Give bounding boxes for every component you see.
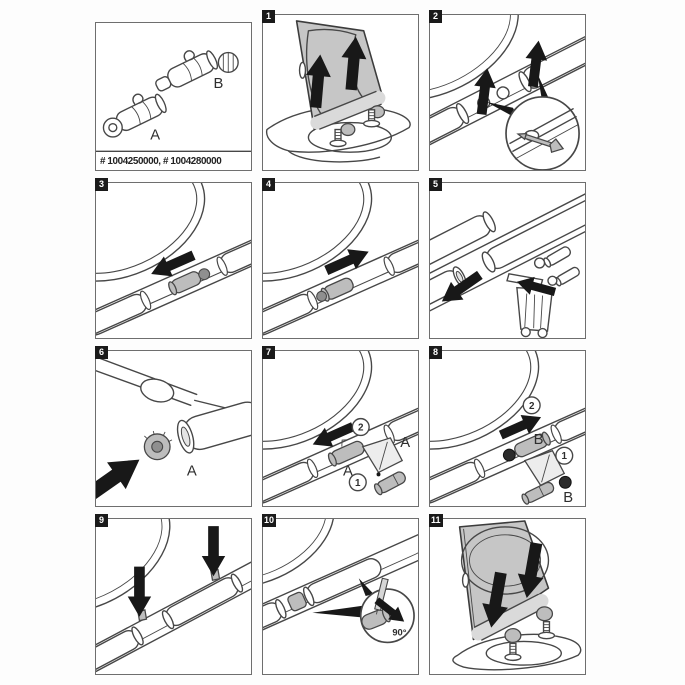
panel-step-11: 11 [429, 514, 586, 675]
step-circle: 1 [555, 446, 574, 465]
illustration-step-11 [452, 520, 582, 671]
hinge-rail-closeup [430, 183, 585, 331]
panel-step-5: 5 [429, 178, 586, 339]
callout-pointer [537, 74, 550, 100]
step-badge: 7 [262, 346, 275, 359]
lubricant-sachet-icon [523, 449, 566, 490]
svg-text:1: 1 [355, 478, 361, 489]
panel-step-1: 1 [262, 10, 419, 171]
panel-step-3: 3 [95, 178, 252, 339]
hinge-pin [316, 241, 374, 302]
magnifier-circle [505, 96, 580, 170]
step-badge: 5 [429, 178, 442, 191]
panel-step-4: 4 [262, 178, 419, 339]
hinge-pin [146, 245, 211, 296]
part-b-label: B [534, 432, 544, 448]
step-badge: 11 [429, 514, 443, 527]
panel-step-10: 10 [262, 514, 419, 675]
hinge-part-a-loose [373, 471, 406, 496]
step-circle: 2 [351, 417, 370, 437]
illustration-step-2 [430, 15, 585, 170]
step-badge: 2 [429, 10, 442, 23]
svg-text:1: 1 [562, 451, 568, 462]
svg-text:2: 2 [358, 422, 364, 433]
illustration-step-3 [96, 183, 251, 338]
panel-step-7: 7 2 A [262, 346, 419, 507]
illustration-step-1 [265, 20, 411, 163]
panel-step-2: 2 [429, 10, 586, 171]
panel-parts: A B # 1004250000, # 1004280000 [95, 22, 252, 171]
hinge-pin-end [361, 607, 391, 630]
part-b-label: B [213, 76, 223, 92]
illustration-step-10: 90° [263, 519, 418, 644]
panel-step-9: 9 [95, 514, 252, 675]
illustration-step-7: 2 A 1 A [263, 351, 418, 506]
illustration-step-8: 2 B 1 B [430, 351, 585, 506]
part-b-label: B [563, 490, 573, 506]
illustration-step-5 [430, 183, 585, 338]
illustration-step-6: A [96, 356, 251, 506]
hinge-part-b-loose [521, 481, 555, 505]
lubricant-sachet-icon [361, 437, 404, 477]
step-badge: 8 [429, 346, 442, 359]
step-badge: 6 [95, 346, 108, 359]
corner-lug [140, 378, 175, 403]
hinge-tube [176, 401, 251, 454]
callout-pointer [358, 578, 374, 597]
part-a-label: A [343, 463, 353, 479]
step-badge: 9 [95, 514, 108, 527]
hinge-pin-tool [516, 132, 565, 154]
fixing-bolt [363, 109, 381, 128]
panel-step-8: 8 2 B 1 [429, 346, 586, 507]
step-badge: 1 [262, 10, 275, 23]
callout-pointer [312, 605, 366, 618]
hinge-part-a [102, 93, 167, 138]
step-circle: 1 [348, 473, 367, 492]
fixing-bolt [504, 642, 522, 662]
panel-step-6: 6 A [95, 346, 252, 507]
svg-text:2: 2 [529, 401, 535, 412]
hinge-cap-a [143, 430, 173, 461]
illustration-step-4 [263, 183, 418, 338]
insert-arrow-icon [96, 446, 149, 506]
fixing-bolt [329, 128, 347, 148]
illustration-step-9 [96, 519, 251, 674]
part-a-label: A [187, 463, 197, 479]
hinge-part-a [308, 417, 365, 467]
angle-label: 90° [392, 627, 406, 637]
part-a-label: A [400, 435, 410, 451]
hinge-part-b [496, 407, 551, 462]
seat-underside-drawing [96, 519, 251, 674]
part-numbers: # 1004250000, # 1004280000 [100, 156, 222, 167]
hinge-part-b [155, 50, 239, 92]
magnifier-circle: 90° [359, 577, 415, 644]
old-hinge-parts [533, 246, 580, 287]
step-circle: 2 [522, 396, 541, 415]
parts-illustration: A B # 1004250000, # 1004280000 [96, 50, 251, 167]
fixing-bolt [537, 620, 556, 640]
step-badge: 10 [262, 514, 277, 527]
step-badge: 3 [95, 178, 108, 191]
step-badge: 4 [262, 178, 275, 191]
part-a-label: A [150, 127, 160, 143]
seat-underside-drawing [263, 519, 418, 643]
knurled-nut [558, 475, 572, 489]
